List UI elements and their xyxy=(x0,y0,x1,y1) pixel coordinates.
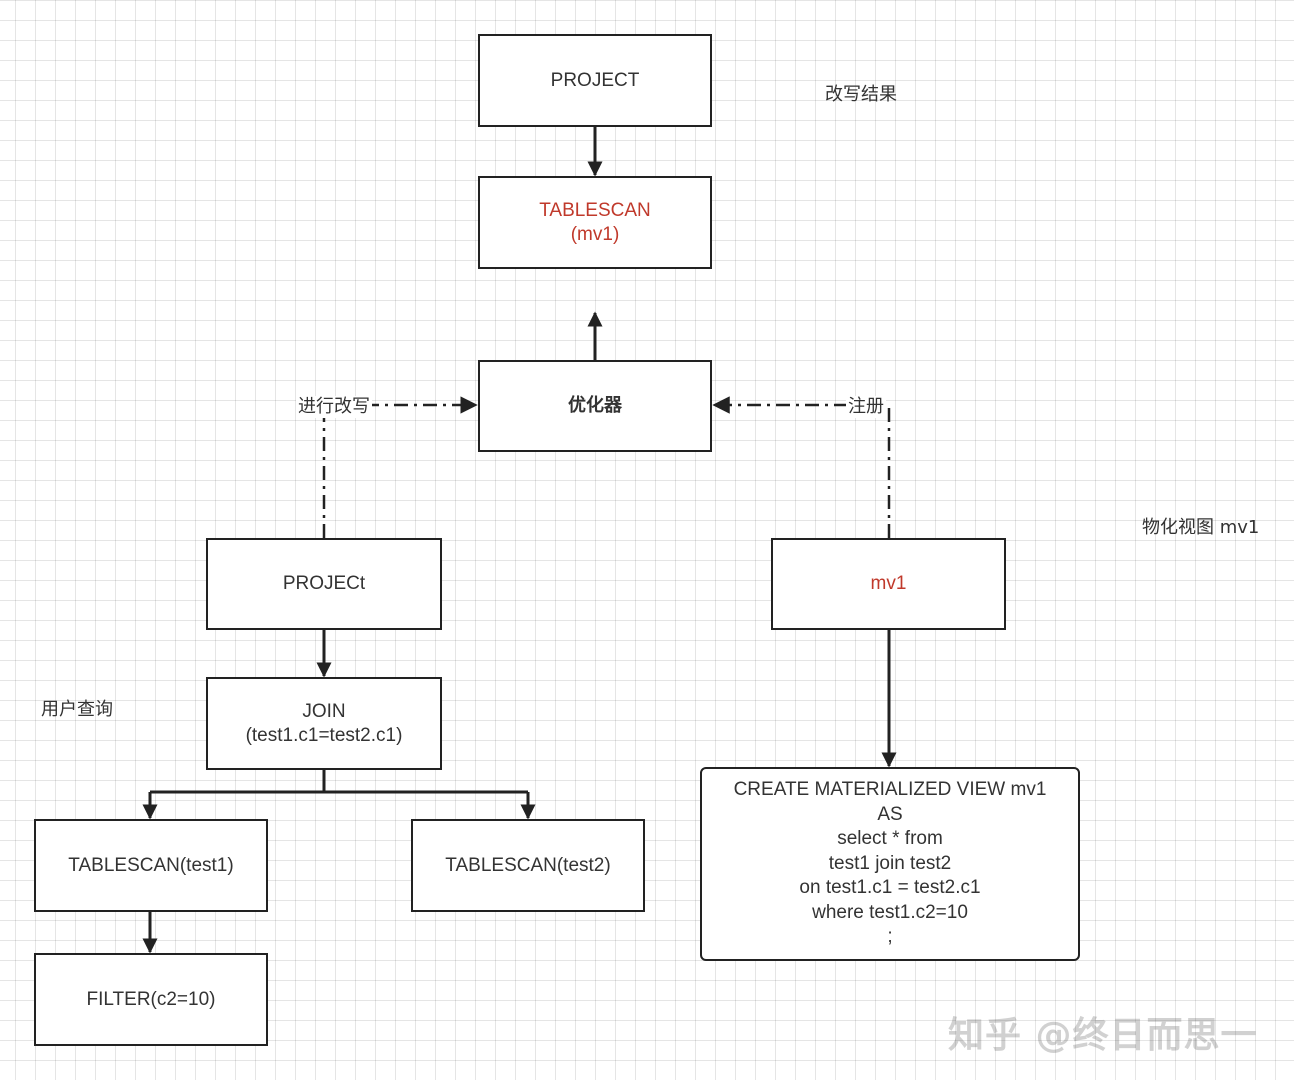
sql-line-3: select * from xyxy=(837,828,943,850)
node-tablescan-mv1: TABLESCAN (mv1) xyxy=(478,176,712,269)
node-join-line-1: JOIN xyxy=(302,700,346,722)
node-join-line-2: (test1.c1=test2.c1) xyxy=(245,724,403,746)
sql-line-5: on test1.c1 = test2.c1 xyxy=(799,877,981,899)
label-register: 注册 xyxy=(846,396,886,418)
node-filter-label: FILTER(c2=10) xyxy=(86,988,216,1010)
watermark: 知乎 @终日而思一 xyxy=(948,1015,1258,1056)
node-top-project: PROJECT xyxy=(478,34,712,127)
node-top-project-label: PROJECT xyxy=(550,69,640,91)
label-do-rewrite: 进行改写 xyxy=(296,396,372,418)
sql-line-7: ; xyxy=(887,926,893,948)
node-mv1-label: mv1 xyxy=(870,573,907,594)
node-query-project: PROJECt xyxy=(206,538,442,630)
label-user-query: 用户查询 xyxy=(41,699,113,720)
label-materialized-view: 物化视图 mv1 xyxy=(1142,517,1260,538)
sql-line-4: test1 join test2 xyxy=(828,852,952,874)
node-tablescan-test2-label: TABLESCAN(test2) xyxy=(445,854,611,876)
node-filter: FILTER(c2=10) xyxy=(34,953,268,1046)
node-tablescan-test1-label: TABLESCAN(test1) xyxy=(68,854,234,876)
node-optimizer: 优化器 xyxy=(478,360,712,452)
node-tablescan-test2: TABLESCAN(test2) xyxy=(411,819,645,912)
node-mv1: mv1 xyxy=(771,538,1006,630)
node-query-project-label: PROJECt xyxy=(282,573,366,594)
node-tablescan-mv1-line-2: (mv1) xyxy=(570,223,620,245)
sql-line-1: CREATE MATERIALIZED VIEW mv1 xyxy=(733,779,1047,801)
sql-line-2: AS xyxy=(877,803,903,825)
node-tablescan-mv1-line-1: TABLESCAN xyxy=(539,199,651,221)
node-tablescan-test1: TABLESCAN(test1) xyxy=(34,819,268,912)
label-rewrite-result: 改写结果 xyxy=(825,84,897,105)
node-join: JOIN (test1.c1=test2.c1) xyxy=(206,677,442,770)
edge-mv-register xyxy=(712,396,891,538)
sql-line-6: where test1.c2=10 xyxy=(812,901,968,923)
node-optimizer-label: 优化器 xyxy=(568,395,622,416)
node-create-mv-sql: CREATE MATERIALIZED VIEW mv1 AS select *… xyxy=(700,767,1080,961)
edge-query-rewrite xyxy=(322,396,478,538)
